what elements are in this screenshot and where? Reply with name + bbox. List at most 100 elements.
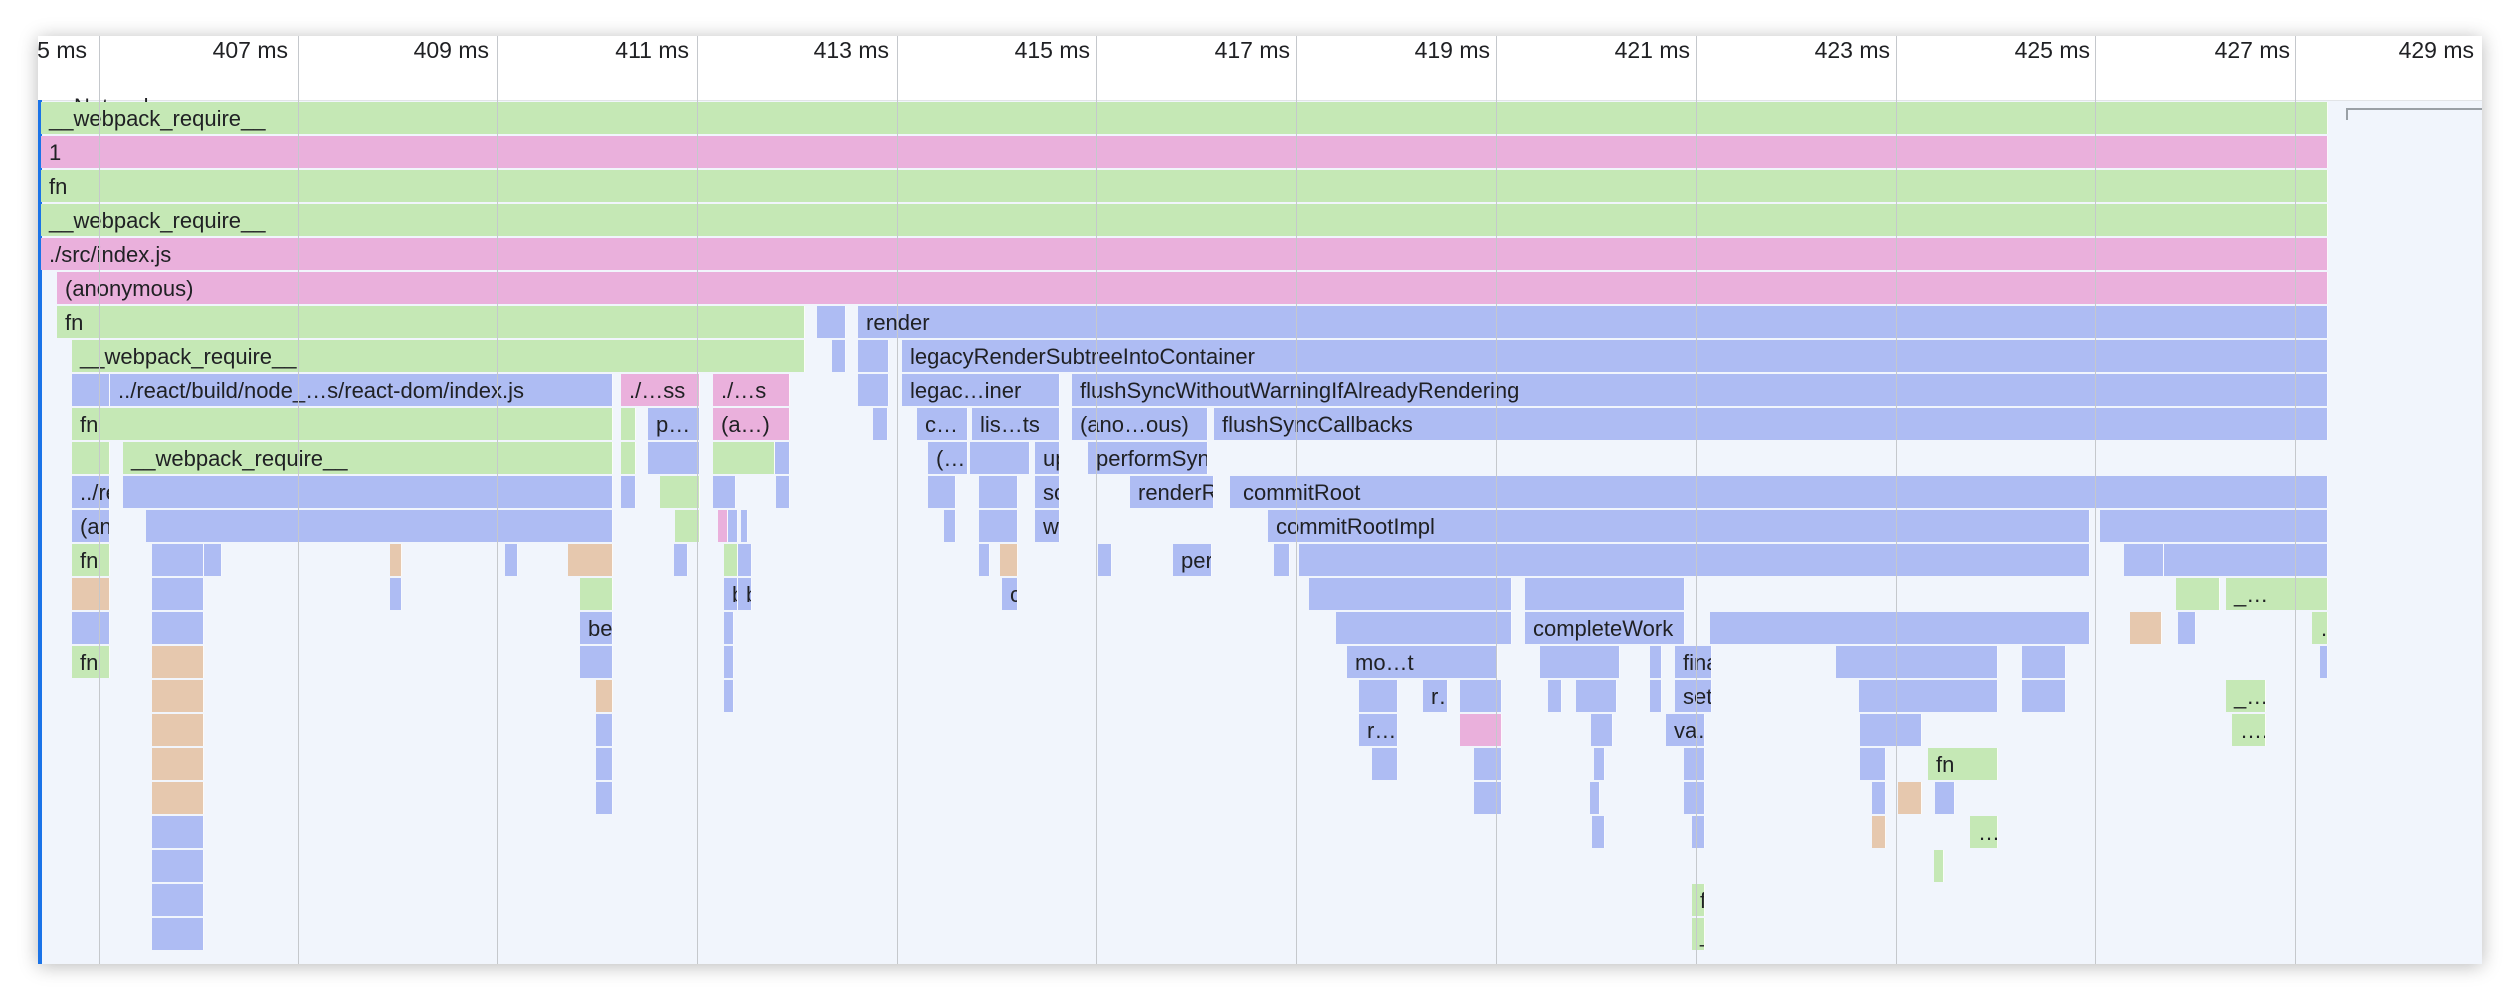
- flame-call-block[interactable]: [152, 884, 204, 916]
- network-track-header[interactable]: ▶ Network: [38, 64, 2482, 120]
- flame-call-block[interactable]: [944, 510, 956, 542]
- flame-call-block[interactable]: [713, 476, 736, 508]
- flame-call-block[interactable]: beginWork$1: [724, 578, 738, 610]
- flame-call-block[interactable]: [152, 748, 204, 780]
- flame-call-block[interactable]: upd…ner: [1035, 442, 1060, 474]
- flame-call-block[interactable]: [817, 306, 846, 338]
- flame-call-block[interactable]: __webpack_require__: [123, 442, 613, 474]
- flame-call-block[interactable]: [776, 476, 790, 508]
- flame-call-block[interactable]: __webpack_require__: [72, 340, 805, 372]
- flame-call-block[interactable]: workLoopSync: [1035, 510, 1060, 542]
- flame-call-block[interactable]: [979, 476, 1018, 508]
- flame-call-block[interactable]: [152, 646, 204, 678]
- flame-call-block[interactable]: ../react/build/node…-dom.development.js: [72, 476, 110, 508]
- flame-call-block[interactable]: [152, 578, 204, 610]
- flame-call-block[interactable]: lis…ts: [972, 408, 1060, 440]
- flame-call-block[interactable]: [1000, 544, 1018, 576]
- flame-call-block[interactable]: fn: [72, 646, 110, 678]
- flame-call-block[interactable]: [204, 544, 222, 576]
- flame-call-block[interactable]: [72, 578, 110, 610]
- flame-call-block[interactable]: [2022, 680, 2066, 712]
- flame-call-block[interactable]: [1576, 680, 1617, 712]
- flame-call-block[interactable]: (anonymous): [57, 272, 2328, 304]
- flame-call-block[interactable]: [72, 612, 110, 644]
- flame-call-block[interactable]: [738, 544, 752, 576]
- flame-call-block[interactable]: flushSyncWithoutWarningIfAlreadyRenderin…: [1072, 374, 2328, 406]
- flame-call-block[interactable]: completeWork: [1525, 612, 1685, 644]
- flame-call-block[interactable]: ../react/build/node_…s/react-dom/index.j…: [110, 374, 613, 406]
- flame-call-block[interactable]: [776, 442, 790, 474]
- flame-call-block[interactable]: [660, 476, 700, 508]
- flame-call-block[interactable]: [152, 918, 204, 950]
- flame-call-block[interactable]: [858, 340, 889, 372]
- flame-call-block[interactable]: [928, 476, 956, 508]
- flame-call-block[interactable]: [718, 510, 728, 542]
- flame-call-block[interactable]: sc…r: [1035, 476, 1060, 508]
- flame-call-block[interactable]: [674, 544, 688, 576]
- flame-call-block[interactable]: [1359, 680, 1398, 712]
- flame-call-block[interactable]: commitRootImpl: [1268, 510, 2090, 542]
- flame-call-block[interactable]: [1460, 680, 1502, 712]
- flame-call-block[interactable]: fn: [1692, 884, 1705, 916]
- flame-call-block[interactable]: [1710, 612, 2090, 644]
- flame-call-block[interactable]: [1684, 782, 1705, 814]
- flame-call-block[interactable]: [1860, 748, 1886, 780]
- flame-call-block[interactable]: renderRootSync: [1130, 476, 1214, 508]
- flame-call-block[interactable]: [1935, 782, 1955, 814]
- flame-call-block[interactable]: [1274, 544, 1290, 576]
- flame-call-block[interactable]: [621, 408, 636, 440]
- flame-call-block[interactable]: (…: [1934, 850, 1944, 882]
- flame-call-block[interactable]: performUnitOfWork: [1173, 544, 1212, 576]
- flame-call-block[interactable]: fn: [57, 306, 805, 338]
- flame-call-block[interactable]: [146, 510, 613, 542]
- flame-call-block[interactable]: __webpack_require__: [41, 204, 2328, 236]
- flame-call-block[interactable]: legacyRenderSubtreeIntoContainer: [902, 340, 2328, 372]
- flame-call-block[interactable]: [1474, 782, 1502, 814]
- flame-call-block[interactable]: [979, 510, 1018, 542]
- flame-call-block[interactable]: [724, 680, 734, 712]
- flame-call-block[interactable]: [390, 578, 402, 610]
- flame-call-block[interactable]: [858, 374, 889, 406]
- flame-call-block[interactable]: [1540, 646, 1620, 678]
- flame-call-block[interactable]: [1650, 680, 1662, 712]
- flame-call-block[interactable]: (ano…ous): [1072, 408, 1208, 440]
- flame-call-block[interactable]: [873, 408, 888, 440]
- flame-call-block[interactable]: [1650, 646, 1662, 678]
- flame-call-block[interactable]: [580, 578, 613, 610]
- flame-call-block[interactable]: [1336, 612, 1512, 644]
- flame-call-block[interactable]: beginWork$1: [738, 578, 752, 610]
- flame-call-block[interactable]: [72, 442, 110, 474]
- flame-call-block[interactable]: va…t: [1666, 714, 1705, 746]
- flame-call-block[interactable]: [1859, 680, 1998, 712]
- flame-call-block[interactable]: [1594, 748, 1605, 780]
- flame-call-block[interactable]: [1460, 714, 1502, 746]
- flame-call-block[interactable]: ….: [1970, 816, 1998, 848]
- flame-call-block[interactable]: render: [858, 306, 2328, 338]
- flame-call-block[interactable]: [832, 340, 846, 372]
- flame-call-block[interactable]: [1474, 748, 1502, 780]
- flame-call-block[interactable]: ./…ss: [621, 374, 700, 406]
- flame-call-block[interactable]: [1872, 816, 1886, 848]
- flame-call-block[interactable]: __webpack_require__: [41, 102, 2328, 134]
- flame-call-block[interactable]: [596, 782, 613, 814]
- flame-call-block[interactable]: [1592, 816, 1605, 848]
- flame-call-block[interactable]: [72, 374, 110, 406]
- flame-call-block[interactable]: [1684, 748, 1705, 780]
- flame-call-block[interactable]: [580, 646, 613, 678]
- flame-call-block[interactable]: [505, 544, 518, 576]
- flame-call-block[interactable]: [1548, 680, 1562, 712]
- flame-call-block[interactable]: [1309, 578, 1512, 610]
- flame-call-block[interactable]: flushSyncCallbacks: [1214, 408, 2328, 440]
- flame-call-block[interactable]: [1299, 544, 2090, 576]
- flame-call-block[interactable]: [970, 442, 1030, 474]
- flame-call-block[interactable]: [2022, 646, 2066, 678]
- flame-call-block[interactable]: [2130, 544, 2164, 576]
- flame-call-block[interactable]: fn: [41, 170, 2328, 202]
- flame-call-block[interactable]: fn: [72, 408, 613, 440]
- flame-call-block[interactable]: [2130, 612, 2162, 644]
- flame-call-block[interactable]: [123, 476, 613, 508]
- flame-call-block[interactable]: ….: [2232, 714, 2266, 746]
- flame-call-block[interactable]: legac…iner: [902, 374, 1060, 406]
- flame-call-block[interactable]: [152, 612, 204, 644]
